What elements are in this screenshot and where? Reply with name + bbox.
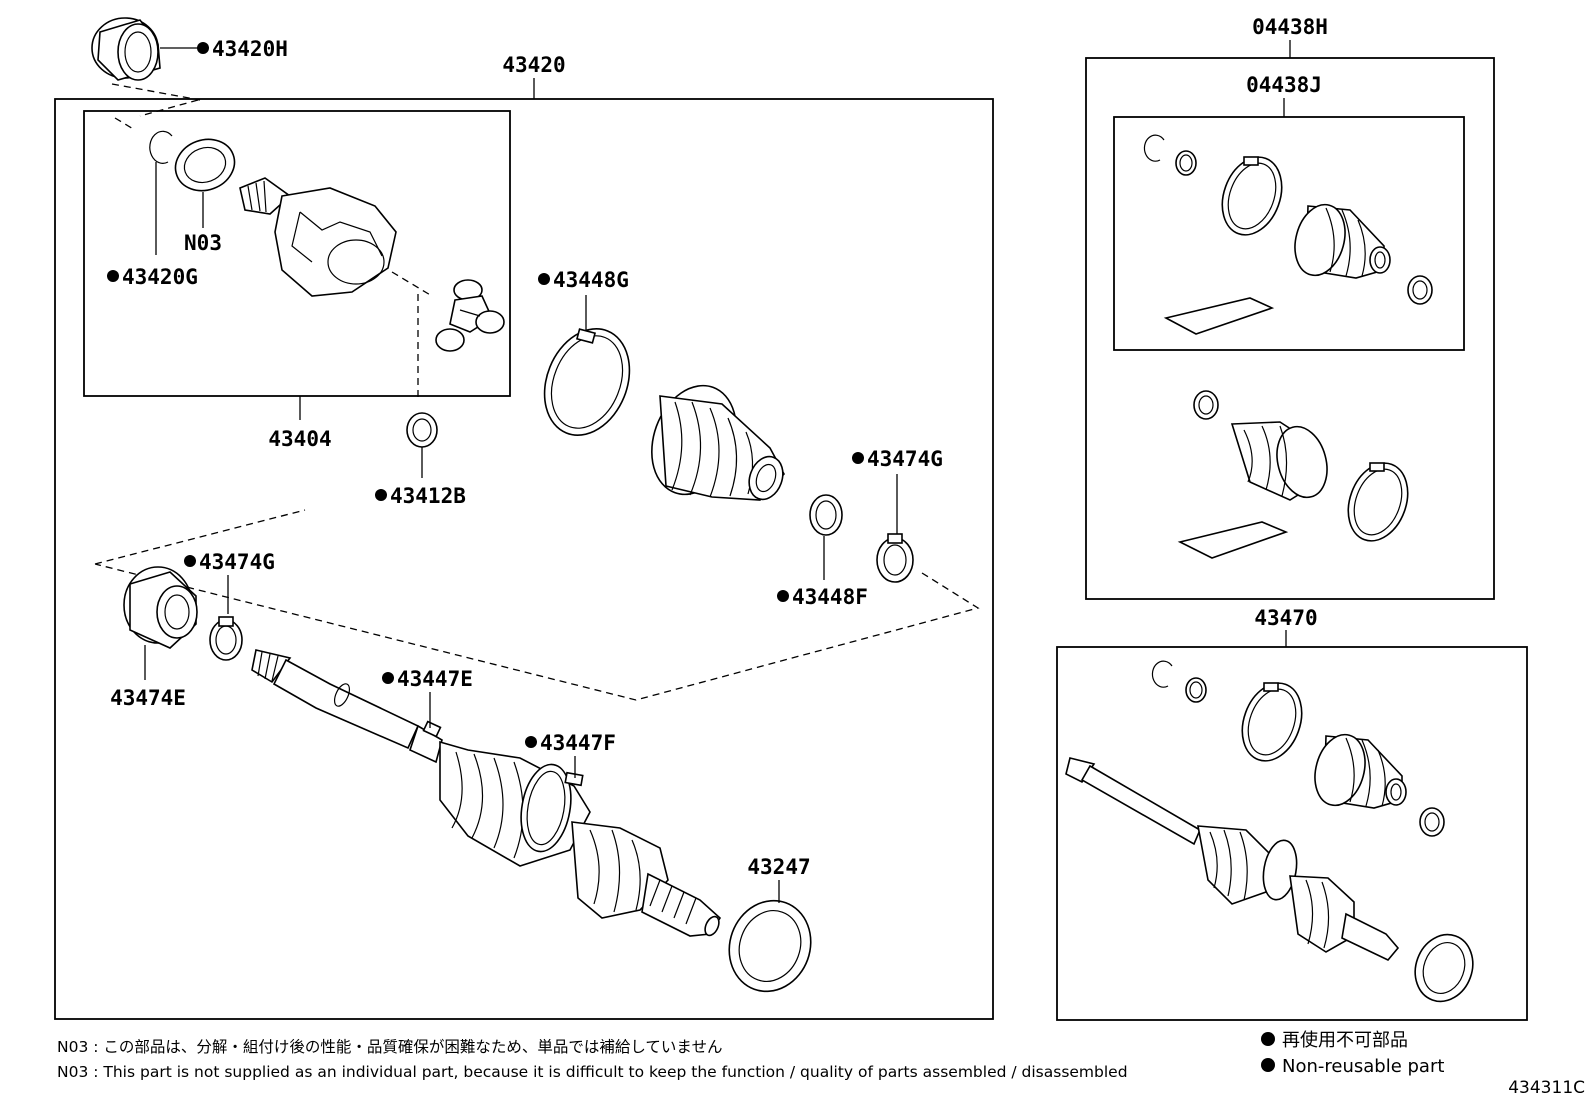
label-43412B[interactable]: 43412B <box>390 484 466 508</box>
label-04438J[interactable]: 04438J <box>1246 73 1322 97</box>
clamp-43448G <box>543 328 631 436</box>
label-43420[interactable]: 43420 <box>502 53 565 77</box>
non-reusable-dot-icon <box>525 736 537 748</box>
non-reusable-dot-icon <box>375 489 387 501</box>
tulip-housing <box>239 177 397 297</box>
note-n03-japanese: N03 : この部品は、分解・組付け後の性能・品質確保が困難なため、単品では補給… <box>57 1038 722 1056</box>
label-43474E[interactable]: 43474E <box>110 686 186 710</box>
non-reusable-dot-icon <box>184 555 196 567</box>
ring-43412B <box>406 412 438 448</box>
legend-english: Non-reusable part <box>1282 1056 1444 1077</box>
label-04438H[interactable]: 04438H <box>1252 15 1328 39</box>
non-reusable-dot-icon <box>1261 1058 1275 1072</box>
label-43447F[interactable]: 43447F <box>540 731 616 755</box>
clamp-43448F <box>809 494 843 536</box>
inner-boot <box>651 384 785 501</box>
figure-code: 434311C <box>1508 1078 1585 1098</box>
boot-43420H <box>91 17 161 81</box>
non-reusable-dot-icon <box>538 273 550 285</box>
box-04438H <box>1085 57 1495 600</box>
tripod-spider <box>435 279 505 352</box>
kit-04438H-parts <box>1177 390 1409 559</box>
label-43420G[interactable]: 43420G <box>122 265 198 289</box>
label-N03[interactable]: N03 <box>184 231 222 255</box>
label-43474G-left[interactable]: 43474G <box>199 550 275 574</box>
box-04438J <box>1113 116 1465 351</box>
boot-43474E <box>123 566 198 649</box>
label-43448G[interactable]: 43448G <box>553 268 629 292</box>
label-43420H[interactable]: 43420H <box>212 37 288 61</box>
legend-japanese: 再使用不可部品 <box>1282 1030 1408 1051</box>
non-reusable-dot-icon <box>1261 1032 1275 1046</box>
box-43470 <box>1056 646 1528 1021</box>
non-reusable-dot-icon <box>382 672 394 684</box>
non-reusable-dot-icon <box>107 270 119 282</box>
label-43470[interactable]: 43470 <box>1254 606 1317 630</box>
label-43404[interactable]: 43404 <box>268 427 331 451</box>
drive-shaft <box>251 649 722 937</box>
box-43404 <box>83 110 511 397</box>
label-43247[interactable]: 43247 <box>747 855 810 879</box>
clamp-43474G-top <box>876 533 914 583</box>
clamp-43474G-left <box>209 616 243 661</box>
kit-04438J-parts <box>1143 134 1433 335</box>
label-43448F[interactable]: 43448F <box>792 585 868 609</box>
seal-43247 <box>728 899 812 993</box>
non-reusable-dot-icon <box>197 42 209 54</box>
label-43474G-top[interactable]: 43474G <box>867 447 943 471</box>
box-43420 <box>54 98 994 1020</box>
note-n03-english: N03 : This part is not supplied as an in… <box>57 1063 1128 1081</box>
non-reusable-dot-icon <box>777 590 789 602</box>
non-reusable-dot-icon <box>852 452 864 464</box>
label-43447E[interactable]: 43447E <box>397 667 473 691</box>
assy-43470-parts <box>1065 660 1474 1003</box>
seal-N03 <box>174 138 236 192</box>
